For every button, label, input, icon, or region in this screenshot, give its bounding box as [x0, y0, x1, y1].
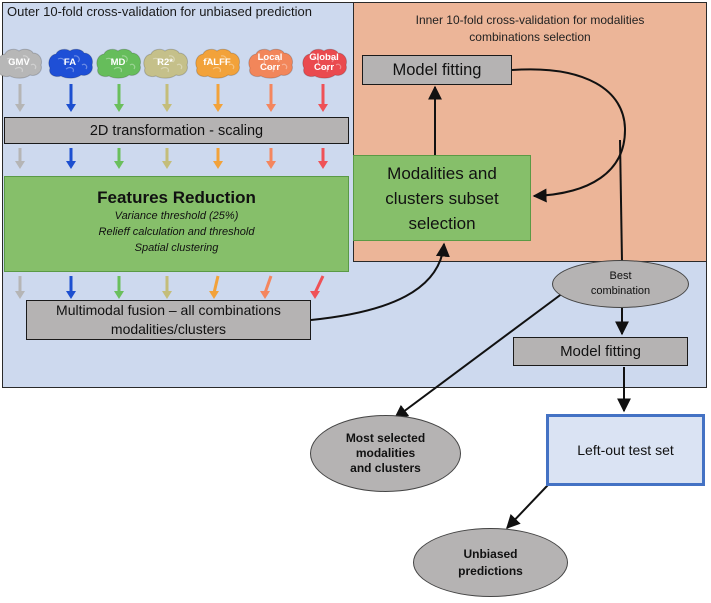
- inner-title-line-1: Inner 10-fold cross-validation for modal…: [415, 13, 645, 27]
- most-line-2: modalities: [355, 446, 416, 460]
- outer-panel-title: Outer 10-fold cross-validation for unbia…: [7, 4, 312, 19]
- multimodal-fusion-box: Multimodal fusion – all combinations moda…: [26, 300, 311, 340]
- transformation-scaling-box: 2D transformation - scaling: [4, 117, 349, 144]
- unbiased-predictions-ellipse: Unbiased predictions: [413, 528, 568, 597]
- inner-panel-title: Inner 10-fold cross-validation for modal…: [360, 12, 700, 46]
- modalities-selection-box: Modalities and clusters subset selection: [353, 155, 531, 241]
- brain-label: GMV: [8, 57, 30, 68]
- unbiased-line-2: predictions: [458, 563, 523, 578]
- features-reduction-title: Features Reduction: [97, 188, 256, 207]
- selection-line-1: Modalities and: [387, 163, 497, 183]
- brain-label: FA: [63, 57, 77, 68]
- selection-line-3: selection: [408, 213, 476, 233]
- most-line-3: and clusters: [350, 461, 421, 475]
- brain-label: R2*: [157, 57, 173, 68]
- brain-icon-gmv: GMV: [0, 47, 43, 79]
- features-reduction-box: Features Reduction Variance threshold (2…: [4, 176, 349, 272]
- unbiased-line-1: Unbiased: [463, 546, 518, 561]
- reduction-step-relieff: Relieff calculation and threshold: [98, 226, 255, 238]
- model-fitting-inner-box: Model fitting: [362, 55, 512, 85]
- reduction-step-clustering: Spatial clustering: [134, 242, 219, 254]
- brain-shape: [0, 48, 42, 79]
- reduction-step-variance: Variance threshold (25%): [114, 210, 239, 222]
- model-fitting-outer-box: Model fitting: [513, 337, 688, 366]
- best-line-2: combination: [590, 285, 651, 297]
- fusion-line-1: Multimodal fusion – all combinations: [56, 302, 281, 318]
- inner-title-line-2: combinations selection: [469, 30, 591, 44]
- brain-icon-r2star: R2*: [141, 47, 189, 79]
- left-out-test-set-box: Left-out test set: [546, 414, 705, 486]
- brain-icon-md: MD: [94, 47, 142, 79]
- brain-icon-falff: fALFF: [193, 47, 241, 79]
- brain-icon-fa: FA: [46, 47, 94, 79]
- brain-label: MD: [110, 57, 126, 68]
- best-combination-ellipse: Best combination: [552, 260, 689, 308]
- most-line-1: Most selected: [345, 431, 426, 445]
- fusion-line-2: modalities/clusters: [110, 321, 227, 337]
- best-line-1: Best: [609, 270, 632, 282]
- brain-label: fALFF: [203, 57, 231, 68]
- selection-line-2: clusters subset: [385, 188, 499, 208]
